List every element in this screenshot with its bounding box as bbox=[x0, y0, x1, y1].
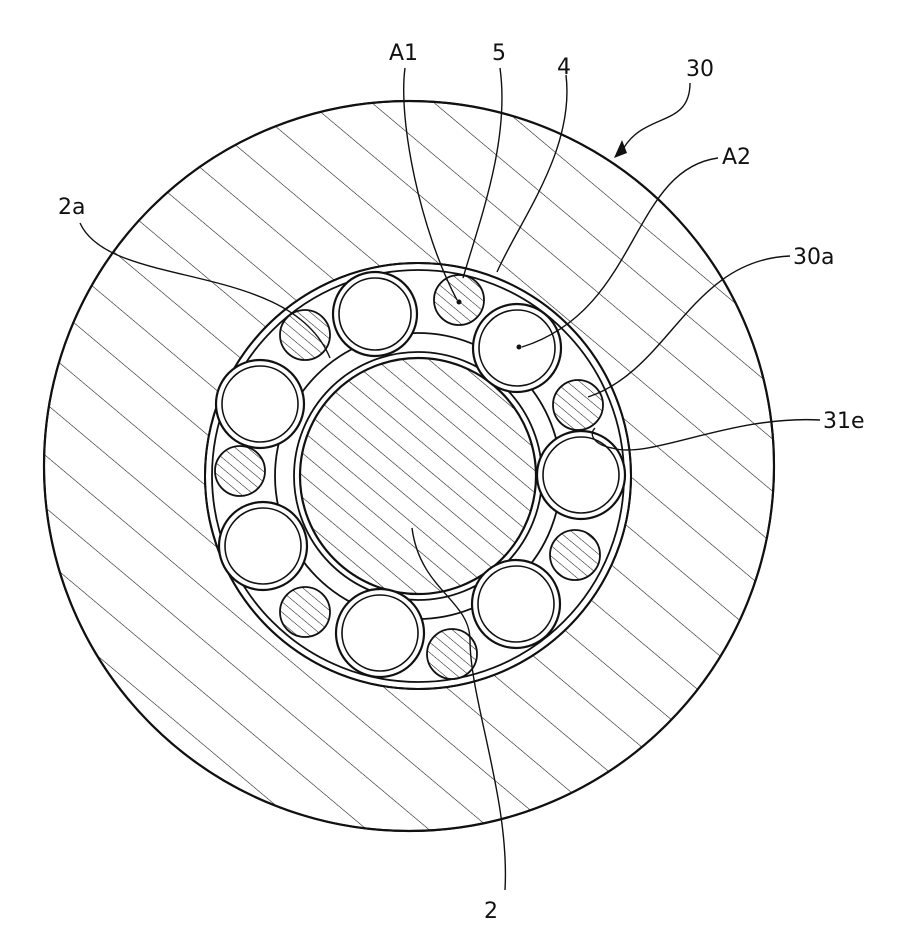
label-2a: 2a bbox=[58, 195, 85, 220]
label-31e: 31e bbox=[823, 409, 865, 434]
small-element bbox=[280, 310, 330, 360]
label-a2: A2 bbox=[722, 145, 751, 170]
large-roller bbox=[336, 589, 424, 677]
small-element bbox=[280, 587, 330, 637]
leader-30 bbox=[620, 83, 690, 155]
label-a1: A1 bbox=[389, 41, 418, 66]
label-2: 2 bbox=[484, 899, 498, 924]
large-roller bbox=[219, 502, 307, 590]
large-roller bbox=[216, 360, 304, 448]
shaft-2 bbox=[300, 358, 536, 594]
small-element bbox=[550, 530, 600, 580]
label-30: 30 bbox=[686, 57, 714, 82]
small-element bbox=[215, 446, 265, 496]
small-element bbox=[553, 380, 603, 430]
arrowhead-30 bbox=[614, 140, 627, 158]
label-30a: 30a bbox=[793, 245, 834, 270]
large-roller bbox=[472, 560, 560, 648]
label-5: 5 bbox=[492, 41, 506, 66]
large-roller bbox=[333, 272, 417, 356]
point-a1 bbox=[457, 300, 462, 305]
label-4: 4 bbox=[557, 55, 571, 80]
point-a2 bbox=[517, 345, 522, 350]
large-roller bbox=[537, 431, 625, 519]
